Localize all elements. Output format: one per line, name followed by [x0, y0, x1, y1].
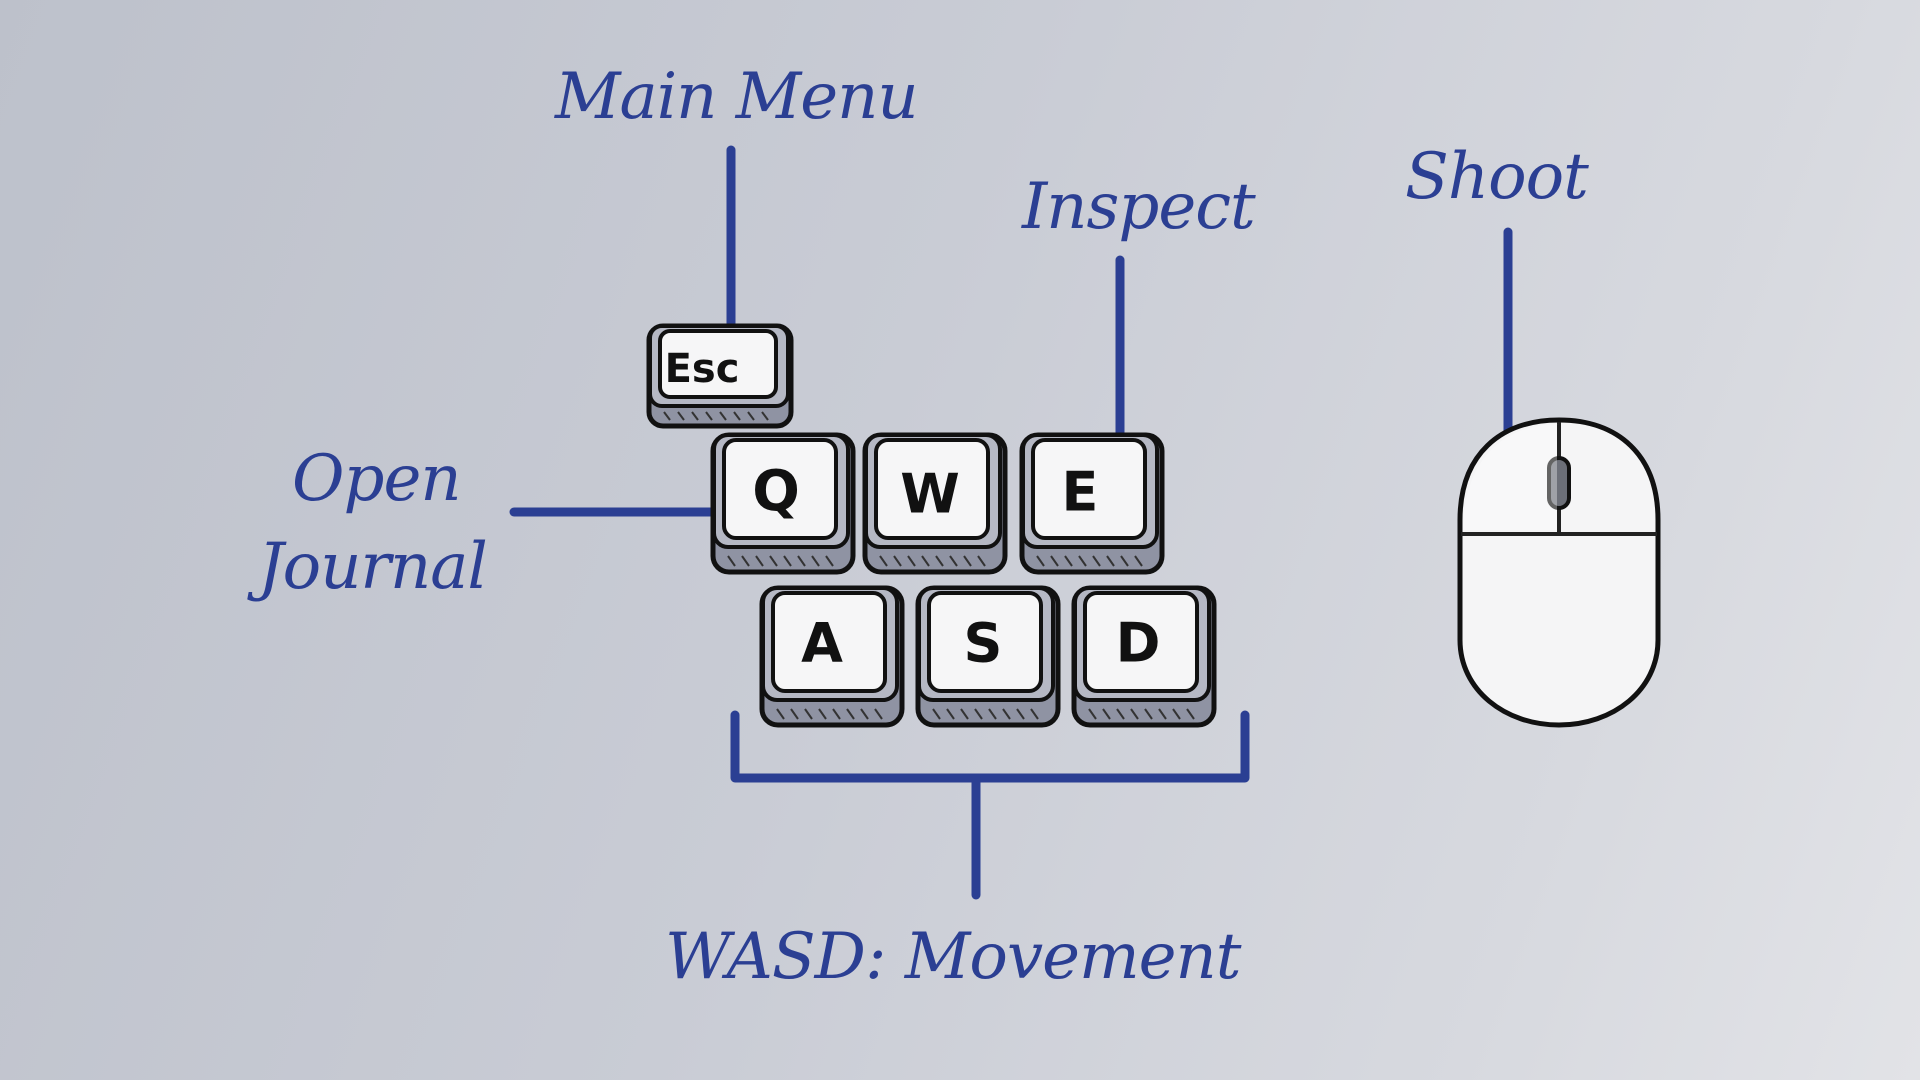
- key-e-glyph: E: [1062, 461, 1099, 524]
- key-d: D: [1071, 585, 1217, 728]
- key-e: E: [1019, 432, 1165, 575]
- label-movement: WASD: Movement: [665, 920, 1242, 994]
- label-main-menu: Main Menu: [554, 60, 918, 134]
- mouse-wheel: [1547, 456, 1571, 510]
- key-a-glyph: A: [801, 612, 843, 675]
- mouse-left-button: [1463, 424, 1559, 530]
- bracket-wasd: [730, 710, 1250, 783]
- key-w-glyph: W: [900, 463, 960, 526]
- key-a: A: [759, 585, 905, 728]
- key-q-glyph: Q: [752, 460, 800, 525]
- key-s-glyph: S: [964, 612, 1003, 675]
- key-esc-glyph: Esc: [665, 346, 740, 392]
- key-s: S: [915, 585, 1061, 728]
- mouse-icon: [1457, 417, 1661, 728]
- label-open: Open: [292, 442, 461, 516]
- label-inspect: Inspect: [1021, 170, 1256, 244]
- key-d-glyph: D: [1116, 612, 1161, 675]
- key-esc: Esc: [646, 323, 794, 429]
- key-q: Q: [710, 432, 856, 575]
- label-journal: Journal: [247, 530, 487, 604]
- label-shoot: Shoot: [1405, 140, 1589, 214]
- key-w: W: [862, 432, 1008, 575]
